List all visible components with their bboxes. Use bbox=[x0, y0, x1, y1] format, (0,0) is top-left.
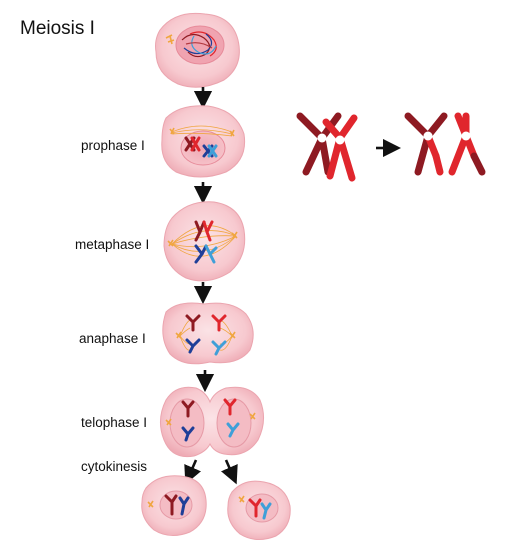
centrosome-icon bbox=[169, 127, 175, 135]
centrosome-icon bbox=[165, 418, 172, 426]
diagram-title: Meiosis I bbox=[20, 18, 95, 39]
centrosome-icon bbox=[147, 500, 154, 508]
centrosome-icon bbox=[231, 231, 238, 239]
daughter-cell-right bbox=[227, 480, 291, 540]
centrosome-icon bbox=[175, 331, 182, 339]
centrosome-icon bbox=[165, 34, 175, 45]
anaphase-cell bbox=[162, 302, 254, 365]
crossing-over-before bbox=[296, 112, 358, 182]
centrosome-icon bbox=[229, 331, 236, 339]
centrosome-icon bbox=[229, 129, 235, 137]
label-prophase: prophase I bbox=[81, 138, 145, 153]
crossing-over-after bbox=[404, 112, 486, 176]
label-cytokinesis: cytokinesis bbox=[81, 459, 148, 474]
prophase-cell bbox=[161, 105, 246, 178]
label-telophase: telophase I bbox=[81, 415, 148, 430]
label-metaphase: metaphase I bbox=[75, 237, 150, 252]
centrosome-icon bbox=[249, 412, 256, 420]
arrow-right-daughter bbox=[221, 459, 238, 485]
metaphase-cell bbox=[163, 201, 246, 282]
centrosome-icon bbox=[238, 495, 245, 503]
centrosome-icon bbox=[167, 239, 174, 247]
telophase-cell bbox=[160, 386, 264, 458]
label-anaphase: anaphase I bbox=[79, 331, 146, 346]
interphase-cell bbox=[155, 12, 240, 88]
daughter-cell-left bbox=[141, 475, 207, 536]
arrow-left-daughter bbox=[184, 459, 201, 485]
